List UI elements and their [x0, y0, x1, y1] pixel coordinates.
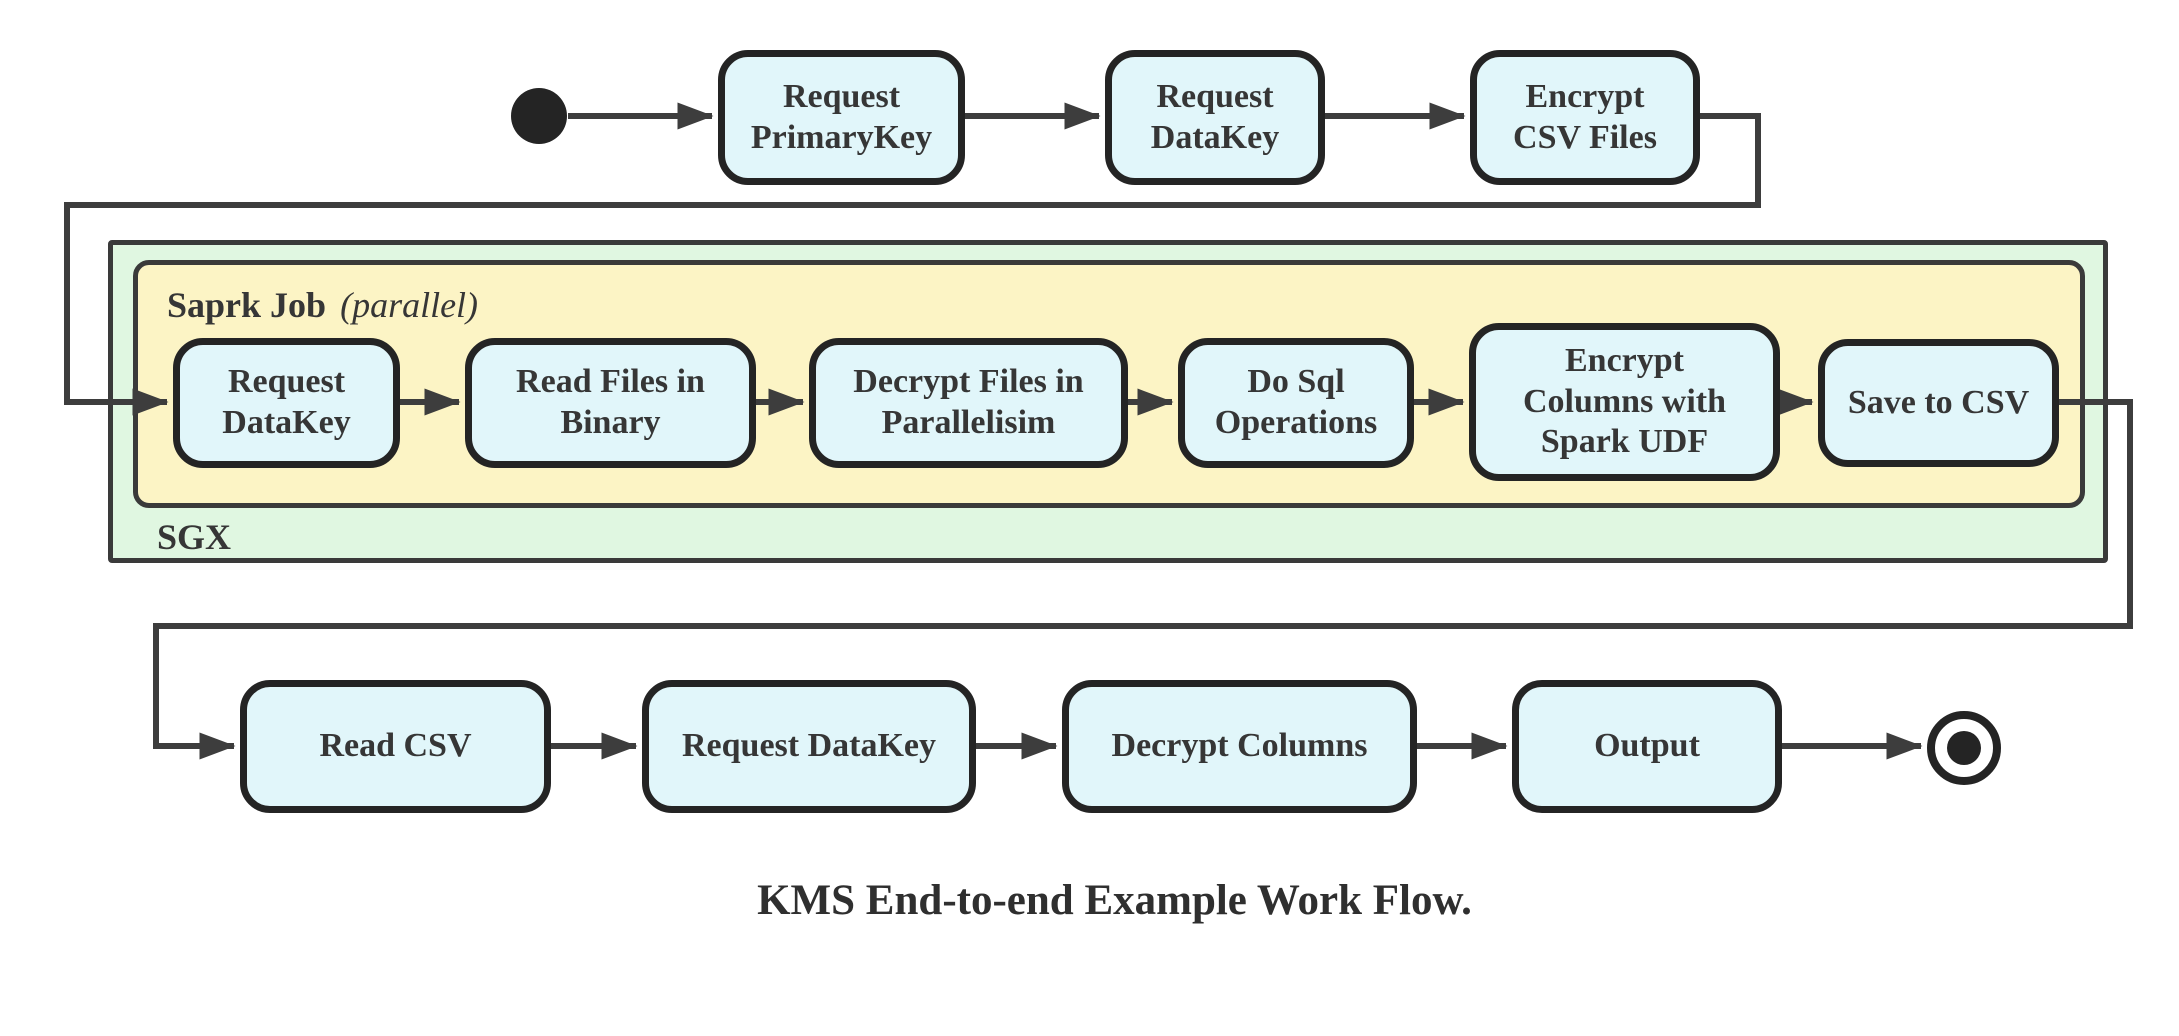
state-node-save-to-csv: Save to CSV: [1818, 339, 2059, 467]
node-label-line: Request DataKey: [681, 727, 937, 765]
spark-job-annotation: (parallel): [340, 285, 479, 325]
node-label-line: Read Files in: [516, 363, 705, 401]
initial-state-icon: [511, 88, 567, 144]
node-label-line: Columns with: [1522, 382, 1727, 420]
state-node-encrypt-csv-files: Encrypt CSV Files: [1470, 50, 1700, 185]
node-label-line: Binary: [560, 404, 661, 441]
node-label-line: DataKey: [1150, 118, 1280, 156]
final-state-icon: [1927, 711, 2001, 785]
node-label-line: Operations: [1214, 404, 1378, 441]
node-label-line: Encrypt: [1565, 341, 1684, 379]
node-label-line: Save to CSV: [1847, 383, 2030, 421]
node-label-line: Request: [782, 77, 901, 115]
state-node-request-datakey-top: Request DataKey: [1105, 50, 1325, 185]
node-label-line: Output: [1594, 727, 1700, 765]
diagram-caption: KMS End-to-end Example Work Flow.: [757, 877, 1472, 924]
node-label-line: Encrypt: [1525, 77, 1645, 115]
state-node-request-datakey-bottom: Request DataKey: [642, 680, 976, 813]
node-label-line: Decrypt Files in: [853, 363, 1084, 401]
state-node-output: Output: [1512, 680, 1782, 813]
state-node-decrypt-columns: Decrypt Columns: [1062, 680, 1417, 813]
state-node-do-sql-operations: Do Sql Operations: [1178, 338, 1414, 468]
node-label-line: PrimaryKey: [750, 118, 933, 156]
node-label-line: CSV Files: [1513, 118, 1657, 156]
spark-job-title: Saprk Job: [167, 285, 327, 325]
node-label-line: Read CSV: [319, 727, 472, 765]
state-node-read-csv: Read CSV: [240, 680, 551, 813]
state-node-request-primarykey: Request PrimaryKey: [718, 50, 965, 185]
state-node-encrypt-columns-with-spark-udf: Encrypt Columns with Spark UDF: [1469, 323, 1780, 481]
state-node-decrypt-files-in-parallelisim: Decrypt Files in Parallelisim: [809, 338, 1128, 468]
node-label-line: Parallelisim: [881, 404, 1056, 441]
node-label-line: Do Sql: [1247, 363, 1345, 401]
node-label-line: Decrypt Columns: [1111, 727, 1368, 765]
node-label-line: Spark UDF: [1540, 423, 1709, 461]
node-label-line: DataKey: [222, 404, 351, 441]
node-label-line: Request: [227, 363, 346, 401]
sgx-label: SGX: [157, 517, 232, 557]
spark-job-label: Saprk Job (parallel): [167, 284, 478, 326]
state-node-read-files-in-binary: Read Files in Binary: [465, 338, 756, 468]
final-state-inner-dot: [1947, 731, 1981, 765]
node-label-line: Request: [1156, 77, 1274, 115]
state-node-sgx-request-datakey: Request DataKey: [173, 338, 400, 468]
